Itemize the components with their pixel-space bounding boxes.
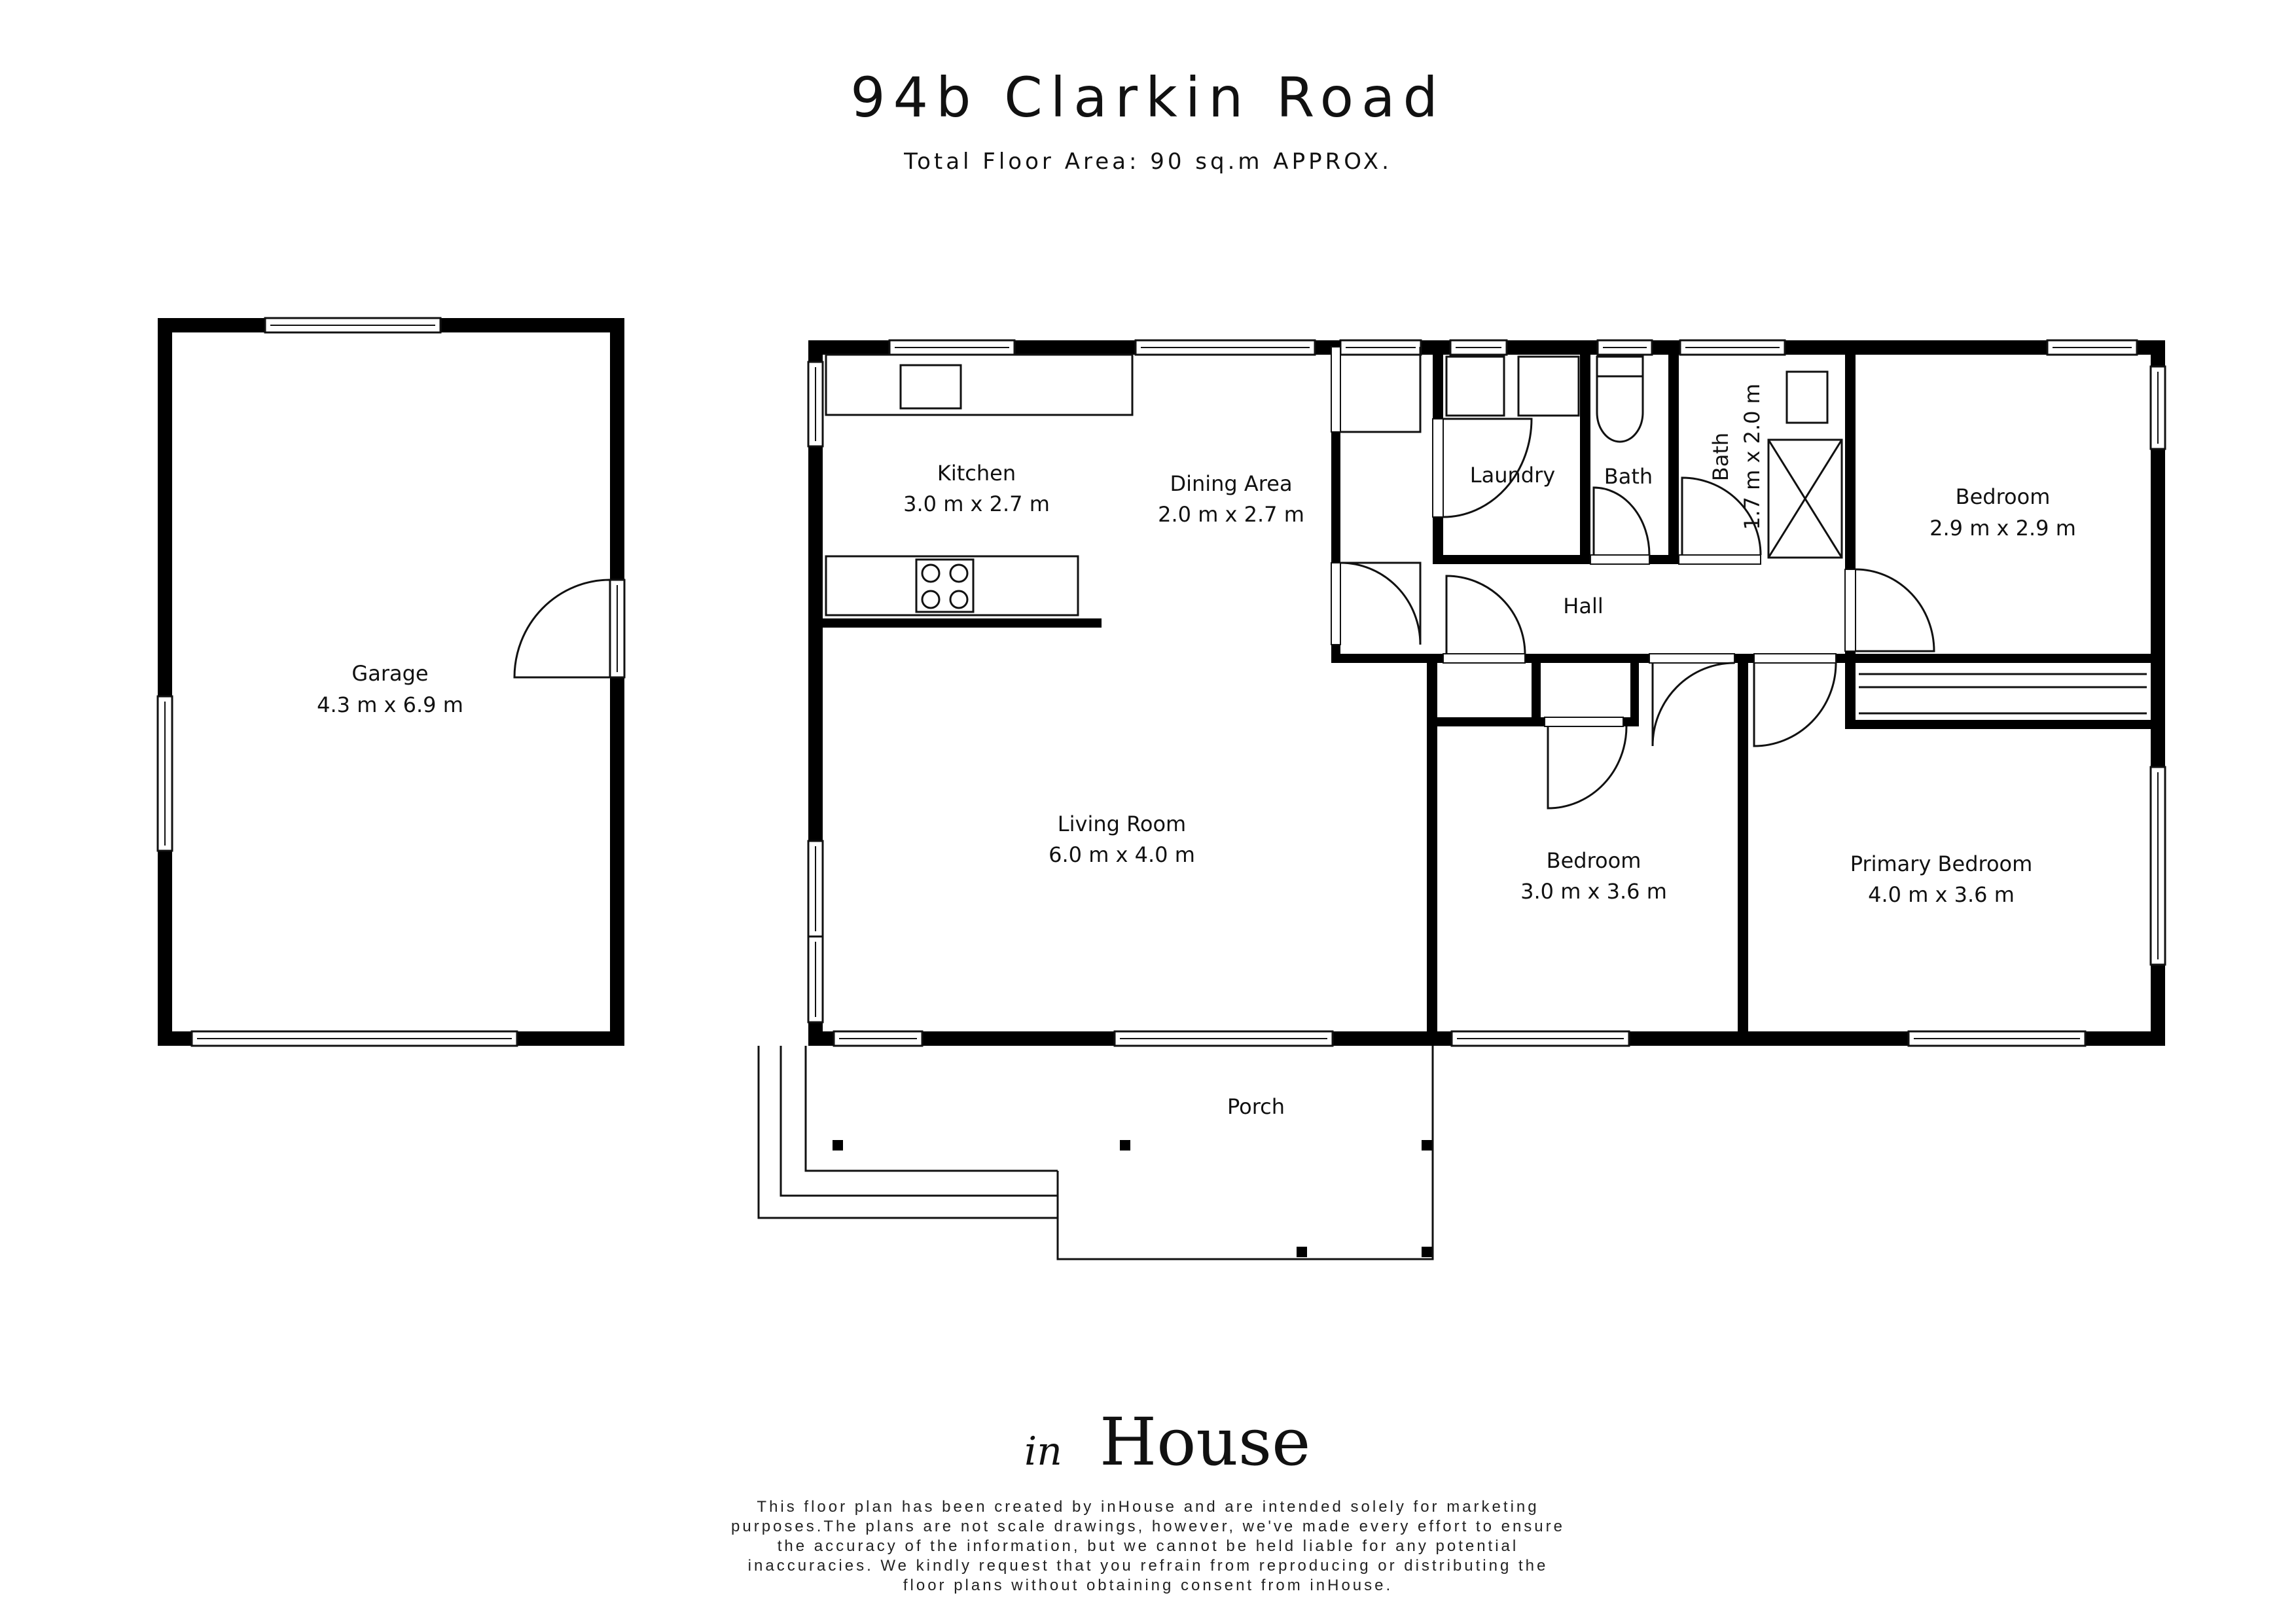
door-swing (1443, 418, 1533, 518)
disclaimer: This floor plan has been created by inHo… (731, 1498, 1565, 1594)
door-opening (1649, 653, 1735, 664)
door-swing (1681, 476, 1762, 556)
burner (949, 590, 969, 609)
wall (610, 318, 624, 1046)
bedroom-2-dims: 3.0 m x 3.6 m (1520, 879, 1667, 904)
primary-bedroom-label: Primary Bedroom (1850, 851, 2033, 876)
garage-label: Garage (351, 661, 428, 686)
dining-label: Dining Area (1170, 471, 1292, 496)
kitchen-label: Kitchen (937, 461, 1016, 486)
garage-dims: 4.3 m x 6.9 m (317, 692, 463, 717)
wall (817, 618, 1102, 628)
kitchen-dims: 3.0 m x 2.7 m (903, 491, 1050, 516)
floor-area-subtitle: Total Floor Area: 90 sq.m APPROX. (903, 149, 1392, 175)
ensuite-bath-dims: 1.7 m x 2.0 m (1740, 383, 1765, 530)
wall (1427, 654, 1437, 1046)
wall (1532, 663, 1541, 726)
vanity-basin (1785, 370, 1829, 424)
dining-dims: 2.0 m x 2.7 m (1158, 502, 1304, 527)
logo-script: in (1024, 1429, 1062, 1474)
door-swing (1547, 726, 1628, 810)
bedroom-1-label: Bedroom (1956, 484, 2051, 509)
porch-post (833, 1140, 843, 1150)
disclaimer-line: inaccuracies. We kindly request that you… (748, 1557, 1549, 1575)
ensuite-bath-label: Bath (1708, 433, 1733, 481)
door-swing (1340, 347, 1422, 433)
primary-bedroom-dims: 4.0 m x 3.6 m (1868, 882, 2015, 907)
door-swing (1340, 562, 1422, 645)
porch-post (1422, 1140, 1432, 1150)
porch-post (1422, 1247, 1432, 1257)
door-swing (1753, 662, 1837, 747)
door-opening (1331, 346, 1341, 433)
door-swing (1651, 662, 1735, 747)
door-opening (1844, 569, 1856, 652)
door-opening (1443, 653, 1526, 664)
laundry-tub (1445, 355, 1505, 417)
wall (1668, 340, 1679, 564)
wall (1580, 340, 1590, 564)
kitchen-counter (825, 353, 1134, 416)
door-opening (1432, 418, 1444, 518)
door-swing (1855, 568, 1935, 652)
kitchen-sink (899, 364, 962, 410)
bedroom-2-label: Bedroom (1547, 848, 1641, 873)
wall (1738, 654, 1748, 1046)
living-room-dims: 6.0 m x 4.0 m (1049, 842, 1195, 867)
walls (156, 317, 2166, 1257)
porch-post (1120, 1140, 1130, 1150)
door-swing (1592, 486, 1651, 556)
kitchen-counter (825, 555, 1079, 616)
inhouse-logo: in House (1024, 1404, 1310, 1480)
page-title: 94b Clarkin Road (850, 65, 1446, 130)
door-opening (1753, 653, 1837, 664)
living-room-label: Living Room (1058, 812, 1186, 836)
wall (1856, 720, 2165, 729)
porch-label: Porch (1227, 1094, 1285, 1119)
door-opening (1590, 554, 1650, 565)
wall (1630, 663, 1639, 726)
wardrobe (1859, 673, 2147, 715)
door-swing (1445, 575, 1526, 655)
disclaimer-line: the accuracy of the information, but we … (778, 1537, 1519, 1555)
toilet (1596, 355, 1644, 443)
burner (949, 563, 969, 583)
washer (1517, 355, 1580, 417)
cooktop (915, 558, 975, 613)
wall (158, 318, 172, 1046)
bath-label: Bath (1604, 464, 1653, 489)
logo-word: House (1100, 1404, 1310, 1480)
bedroom-1-dims: 2.9 m x 2.9 m (1929, 516, 2076, 541)
wall (1845, 340, 1856, 729)
disclaimer-line: This floor plan has been created by inHo… (757, 1498, 1539, 1516)
shower (1767, 438, 1843, 559)
porch-post (1297, 1247, 1307, 1257)
door-swing (513, 579, 611, 679)
door-opening (1544, 717, 1624, 727)
door-opening (1678, 554, 1761, 565)
porch-outline (757, 1046, 1434, 1260)
laundry-label: Laundry (1470, 463, 1555, 488)
door-opening (1331, 562, 1341, 645)
disclaimer-line: purposes.The plans are not scale drawing… (731, 1518, 1565, 1535)
burner (921, 590, 941, 609)
fixtures (513, 347, 2147, 1260)
burner (921, 563, 941, 583)
hall-label: Hall (1563, 594, 1603, 618)
disclaimer-line: floor plans without obtaining consent fr… (903, 1577, 1393, 1594)
